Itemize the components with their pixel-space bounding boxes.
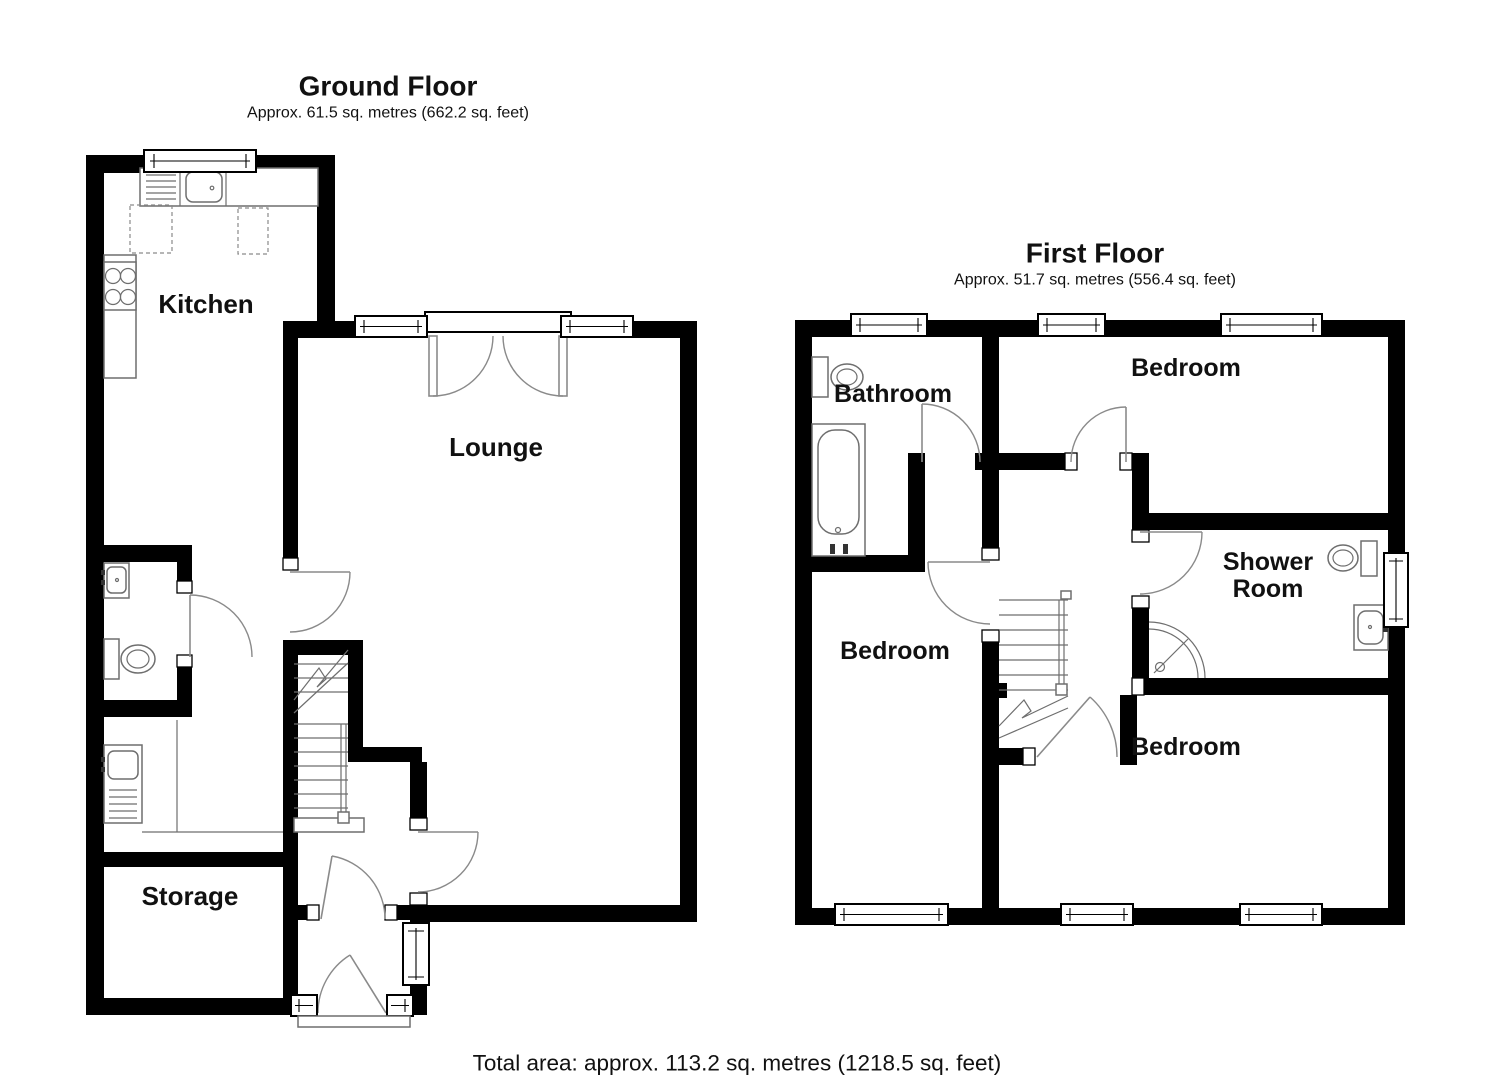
bathroom-toilet-icon bbox=[811, 356, 864, 398]
kitchen-appliance-icon bbox=[237, 207, 269, 255]
front-door-sidelight-icon bbox=[386, 994, 414, 1017]
shower-room-basin-icon bbox=[1353, 604, 1389, 651]
front-door-sill bbox=[297, 1015, 411, 1028]
gf-stair-landing bbox=[293, 817, 365, 833]
french-doors-icon bbox=[424, 311, 572, 397]
vestibule-window-icon bbox=[402, 922, 430, 986]
vestibule-lounge-door bbox=[417, 831, 479, 893]
bathroom-door bbox=[921, 403, 981, 463]
front-door bbox=[317, 954, 387, 1014]
gf-doors bbox=[189, 311, 572, 1014]
hall-vestibule-door bbox=[320, 855, 386, 920]
ff-windows bbox=[834, 313, 1409, 926]
first-floor-title: First Floor bbox=[1026, 238, 1165, 269]
kitchen-label: Kitchen bbox=[158, 289, 253, 319]
ff-stair-treads bbox=[999, 599, 1068, 691]
wc-basin-icon bbox=[101, 562, 130, 599]
ff-room-labels: Bathroom Bedroom Shower Room Bedroom Bed… bbox=[834, 354, 1313, 761]
ff-stair-newel bbox=[1060, 590, 1072, 600]
shower-room-window-icon bbox=[1383, 552, 1409, 628]
bedroom-bottom-door bbox=[1036, 696, 1118, 758]
gf-door-stops bbox=[176, 557, 428, 921]
bedroom-left-door bbox=[927, 561, 991, 625]
utility-sink-icon bbox=[101, 744, 143, 824]
bedroom-top-right-window-icon bbox=[1220, 313, 1323, 337]
gf-room-labels: Kitchen Lounge Storage bbox=[142, 289, 543, 911]
ff-stair-newel bbox=[1055, 683, 1068, 696]
ground-floor-plan: Ground Floor Approx. 61.5 sq. metres (66… bbox=[86, 71, 697, 1028]
gf-stair-handrail bbox=[340, 724, 347, 818]
shower-room-label-line2: Room bbox=[1233, 575, 1304, 603]
bedroom-left-window-icon bbox=[834, 903, 949, 926]
bedroom-top-window-icon bbox=[1037, 313, 1106, 337]
wc-toilet-icon bbox=[103, 638, 156, 680]
utility-counter-line bbox=[142, 720, 283, 833]
ff-stair-break-icon bbox=[998, 695, 1069, 739]
gf-fixtures bbox=[101, 163, 319, 833]
ff-doors bbox=[921, 403, 1203, 758]
lounge-label: Lounge bbox=[449, 432, 543, 462]
bathtub-icon bbox=[811, 423, 866, 557]
ff-walls bbox=[795, 320, 1405, 925]
gf-stair-newel bbox=[337, 811, 350, 824]
bedroom-bottom-label: Bedroom bbox=[1131, 733, 1241, 761]
shower-room-door bbox=[1139, 531, 1203, 595]
bedroom-bottom-window-icon bbox=[1239, 903, 1323, 926]
lounge-window-icon bbox=[560, 315, 634, 338]
ff-staircase-icon bbox=[998, 590, 1072, 739]
gf-staircase-icon bbox=[293, 649, 365, 833]
gf-stair-break-icon bbox=[293, 649, 349, 714]
storage-label: Storage bbox=[142, 881, 239, 911]
total-area-text: Total area: approx. 113.2 sq. metres (12… bbox=[473, 1051, 1002, 1076]
corner-shower-icon bbox=[1148, 621, 1206, 679]
bedroom-top-right-label: Bedroom bbox=[1131, 354, 1241, 382]
kitchen-hob-icon bbox=[103, 254, 137, 379]
first-floor-area: Approx. 51.7 sq. metres (556.4 sq. feet) bbox=[954, 272, 1236, 289]
landing-window-icon bbox=[1060, 903, 1134, 926]
bedroom-left-label: Bedroom bbox=[840, 637, 950, 665]
gf-windows bbox=[143, 149, 634, 1028]
gf-walls bbox=[86, 155, 697, 1015]
hall-lounge-door bbox=[289, 571, 351, 633]
first-floor-plan: First Floor Approx. 51.7 sq. metres (556… bbox=[795, 238, 1409, 926]
ground-floor-title: Ground Floor bbox=[299, 71, 478, 102]
ff-stair-handrail bbox=[1058, 600, 1065, 686]
shower-room-label-line1: Shower bbox=[1223, 548, 1314, 576]
gf-stair-treads bbox=[294, 663, 348, 809]
kitchen-appliance-icon bbox=[129, 204, 173, 254]
ff-fixtures bbox=[811, 356, 1389, 679]
bathroom-window-icon bbox=[850, 313, 928, 337]
ground-floor-area: Approx. 61.5 sq. metres (662.2 sq. feet) bbox=[247, 105, 529, 122]
shower-room-toilet-icon bbox=[1327, 540, 1378, 577]
lounge-window-icon bbox=[354, 315, 428, 338]
kitchen-window-icon bbox=[143, 149, 257, 173]
bathroom-label: Bathroom bbox=[834, 380, 952, 408]
wc-door bbox=[189, 594, 253, 658]
front-door-sidelight-icon bbox=[290, 994, 318, 1017]
bedroom-top-right-door bbox=[1070, 406, 1127, 463]
